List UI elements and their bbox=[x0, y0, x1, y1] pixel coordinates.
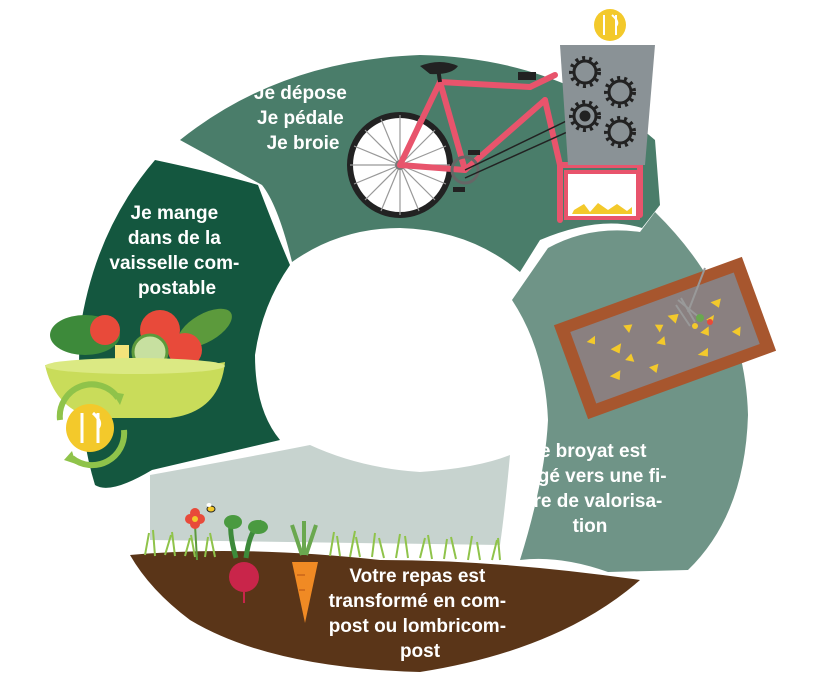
radish-icon bbox=[224, 515, 268, 603]
segment-compost-text: Votre repas est transformé en com- post … bbox=[329, 566, 512, 662]
segment-broyat-text: Le broyat est dirigé vers une fi- lière … bbox=[508, 441, 672, 537]
segment-compost: Votre repas est transformé en com- post … bbox=[130, 445, 640, 672]
compost-tray-icon bbox=[564, 170, 640, 220]
pitchfork-icon bbox=[675, 267, 706, 327]
carrot-icon bbox=[290, 521, 318, 623]
plant-sprouts bbox=[692, 314, 713, 329]
cutlery-coin-icon bbox=[66, 404, 114, 452]
gear-icon bbox=[569, 56, 636, 148]
bicycle-icon bbox=[347, 62, 643, 223]
recycle-arrows-icon bbox=[56, 381, 128, 469]
segment-sky bbox=[150, 445, 510, 545]
machine-hopper bbox=[560, 45, 655, 165]
grass-strip bbox=[144, 529, 501, 561]
cutlery-coin-icon bbox=[594, 9, 626, 41]
segment-depose-text: Je dépose Je pédale Je broie bbox=[254, 83, 352, 154]
bee-icon bbox=[206, 503, 216, 513]
segment-mange-text: Je mange dans de la vaisselle com- posta… bbox=[109, 203, 244, 299]
flower-icon bbox=[185, 508, 205, 561]
grinder-machine bbox=[560, 9, 655, 220]
compost-bin bbox=[553, 256, 777, 420]
